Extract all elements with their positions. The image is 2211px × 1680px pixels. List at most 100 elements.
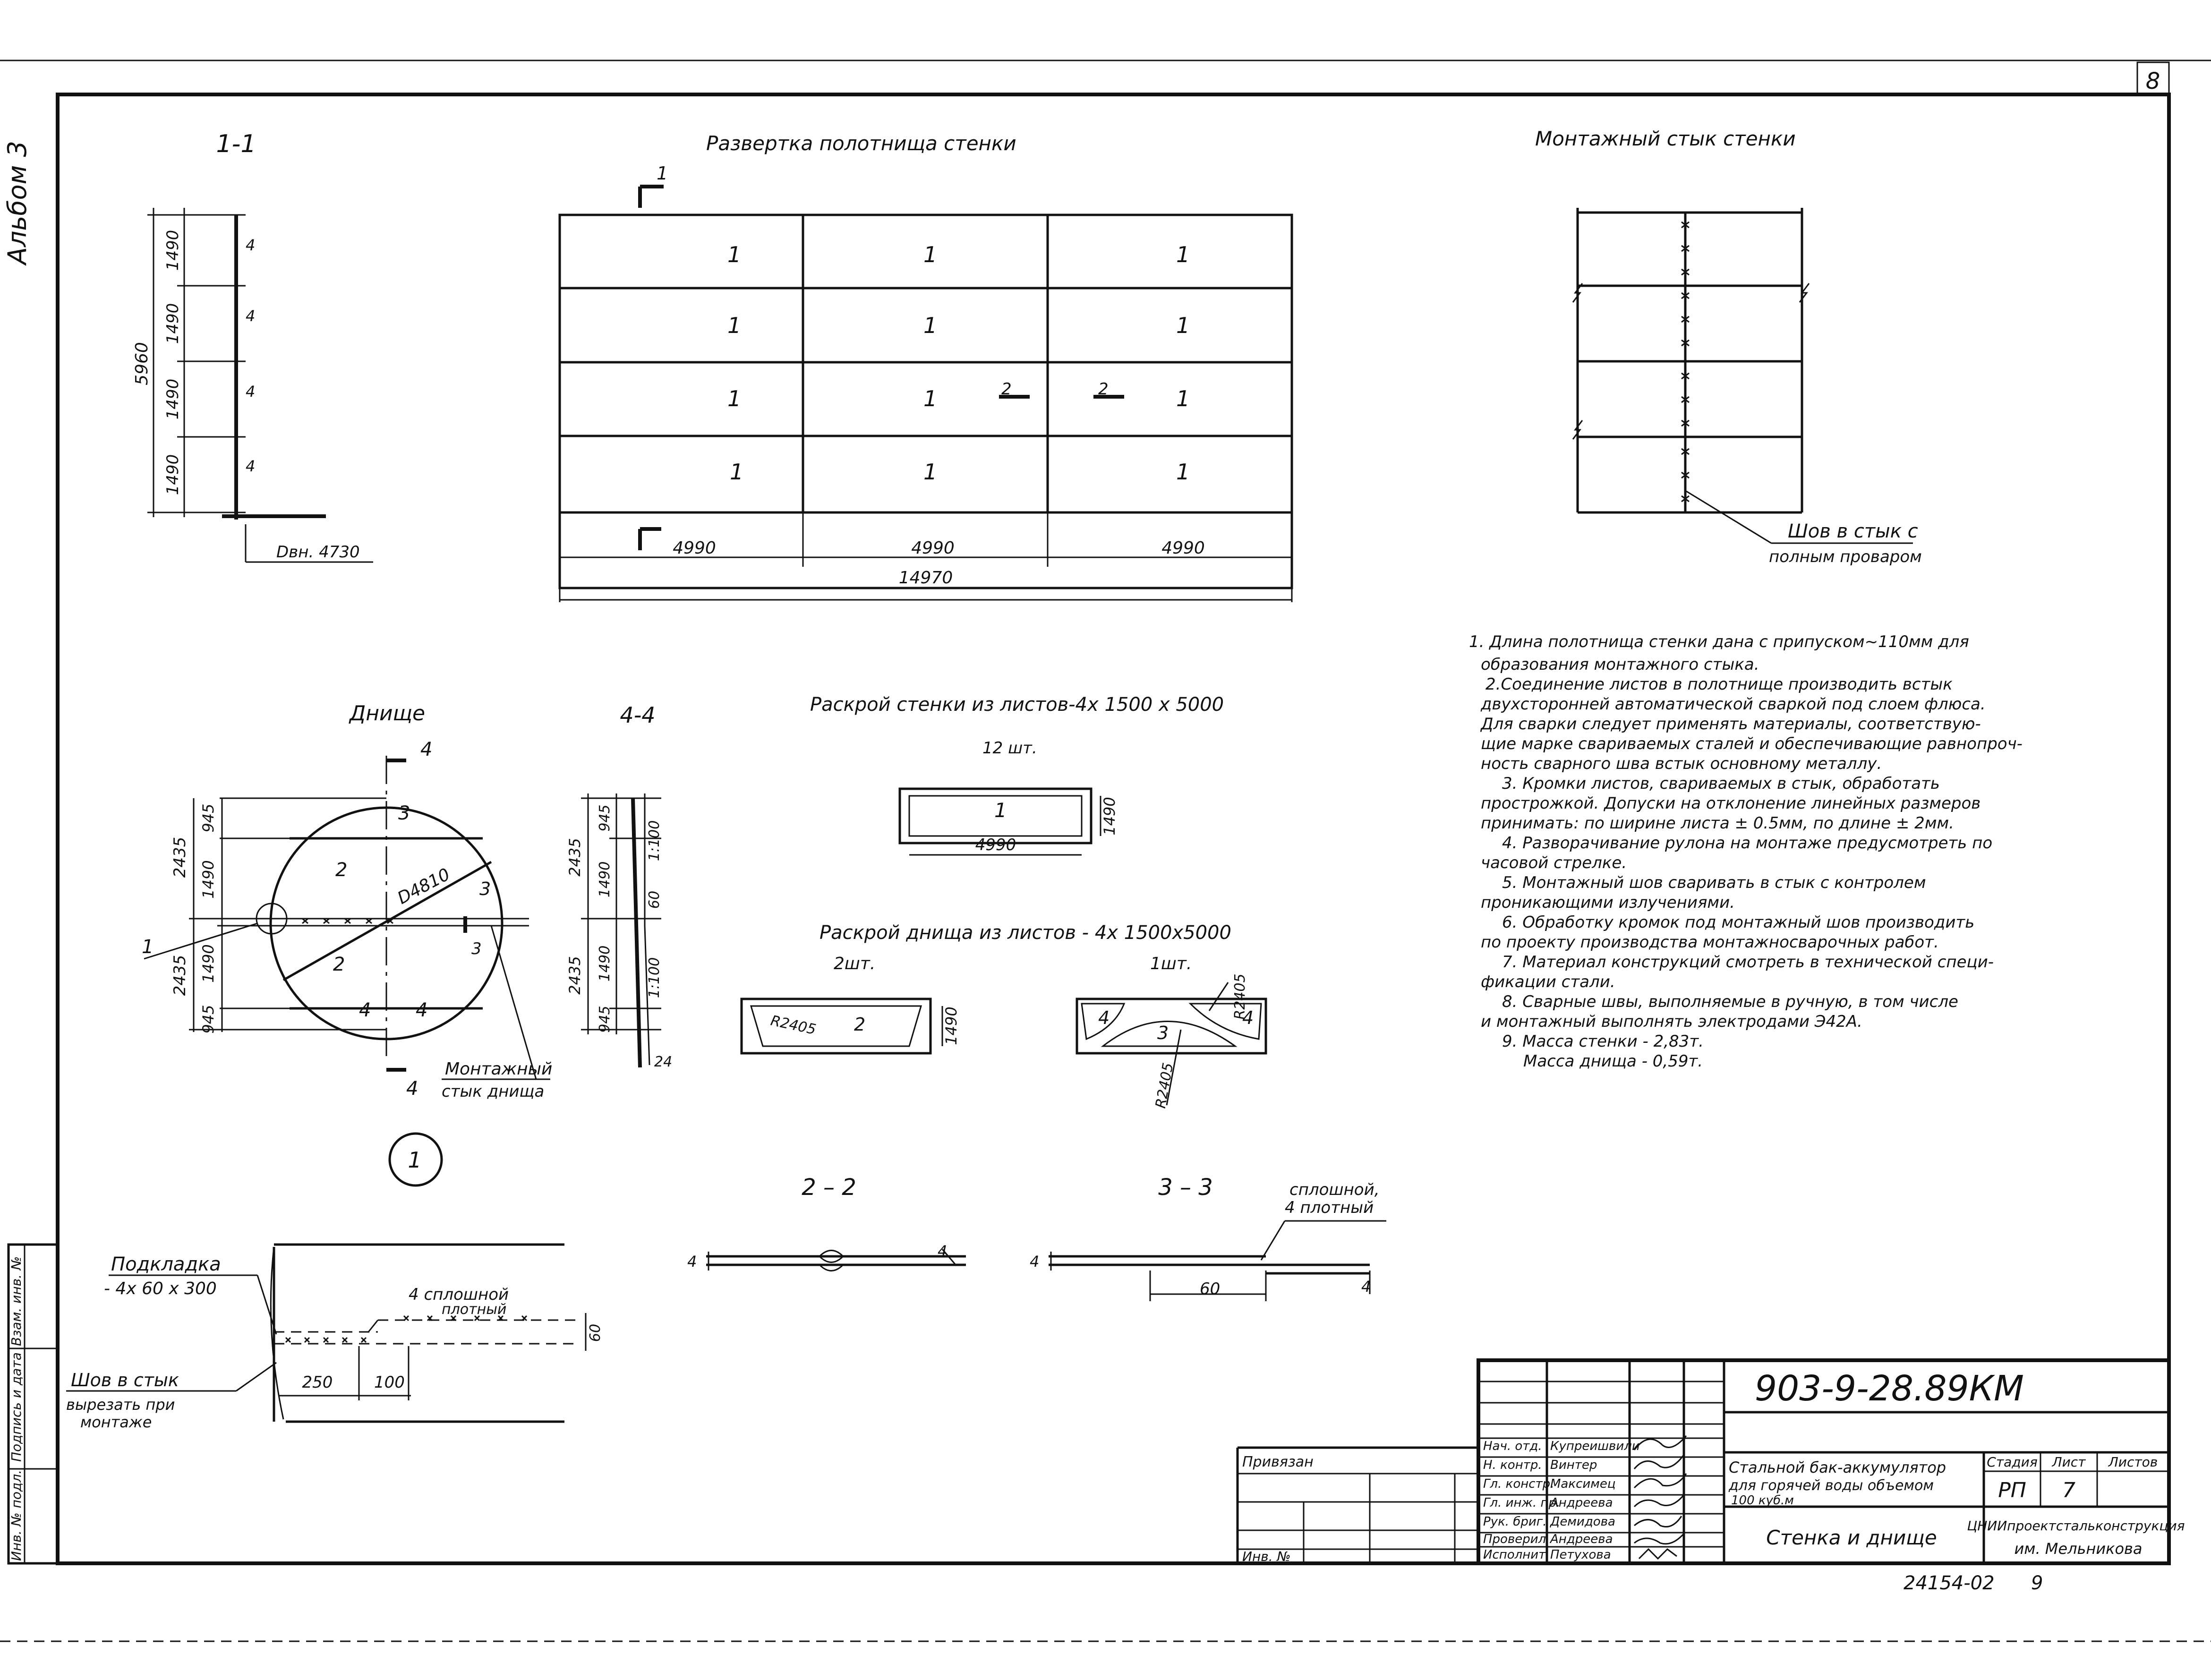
section-1-1-course-2: 1490 (163, 303, 182, 344)
node-1-dim-250: 250 (302, 1373, 333, 1392)
section-4-4-dim-top-945: 945 (597, 804, 613, 831)
svg-text:ность сварного шва встык основ: ность сварного шва встык основному метал… (1481, 754, 1882, 773)
section-2-2-thickness-right: 4 (938, 1242, 947, 1260)
svg-text:1: 1 (1176, 386, 1190, 411)
svg-text:2.Соединение листов в полотнищ: 2.Соединение листов в полотнище производ… (1485, 675, 1953, 694)
svg-text:1: 1 (923, 313, 937, 338)
title-block-roles: Нач. отд. Н. контр. Гл. констр. Гл. инж.… (1483, 1439, 1560, 1562)
section-4-4-dim-top-total: 2435 (566, 838, 584, 876)
svg-text:1: 1 (1176, 242, 1190, 267)
wall-cutting-plate-mark: 1 (994, 799, 1007, 822)
node-1-lining-line2: - 4x 60 x 300 (104, 1279, 217, 1298)
section-1-1-weld-3: 4 (246, 383, 255, 401)
bottom-cutting-count-a: 2шт. (834, 954, 875, 973)
svg-text:1: 1 (923, 386, 937, 411)
svg-text:1: 1 (730, 459, 743, 485)
bottom-joint-line2: стык днища (442, 1082, 544, 1101)
object-line2: для горячей воды объемом (1728, 1477, 1934, 1494)
bottom-part-4-left: 4 (359, 999, 371, 1021)
node-1-seam-line1: Шов в стык (71, 1370, 179, 1390)
bottom-part-4-right: 4 (416, 999, 427, 1021)
bottom-cutting-title: Раскрой днища из листов - 4x 1500x5000 (820, 922, 1231, 944)
archive-sheet: 9 (2031, 1572, 2043, 1594)
svg-text:7. Материал конструкций смотре: 7. Материал конструкций смотреть в техни… (1502, 953, 1994, 972)
svg-text:1: 1 (727, 313, 741, 338)
svg-text:Петухова: Петухова (1550, 1548, 1611, 1562)
section-1-1-title: 1-1 (216, 130, 256, 158)
bottom-cutting-height: 1490 (942, 1006, 960, 1045)
svg-text:Демидова: Демидова (1550, 1515, 1615, 1529)
svg-text:1: 1 (727, 386, 741, 411)
svg-text:4. Разворачивание рулона на мо: 4. Разворачивание рулона на монтаже пред… (1502, 834, 1992, 853)
sheet-title: Стенка и днище (1766, 1526, 1937, 1549)
inv-label: Инв. № (1242, 1549, 1291, 1564)
wall-cutting-count: 12 шт. (982, 739, 1037, 758)
album-label: Альбом 3 (2, 141, 32, 266)
bottom-title: Днище (349, 701, 425, 725)
assembly-joint-weld-line1: Шов в стык с (1788, 520, 1918, 542)
section-1-1 (147, 208, 373, 563)
svg-text:Н. контр.: Н. контр. (1483, 1458, 1542, 1472)
section-4-4-slope-top: 1:100 (646, 820, 663, 861)
bottom-cutting-part-3: 3 (1157, 1023, 1169, 1043)
wall-cutting-height: 1490 (1101, 797, 1118, 835)
object-line1: Стальной бак-аккумулятор (1729, 1458, 1946, 1476)
sheet-frame (0, 60, 2211, 1642)
sheet-header: Лист (2052, 1454, 2086, 1470)
svg-text:1: 1 (1176, 459, 1190, 485)
bottom-cutting-part-4-left: 4 (1098, 1007, 1110, 1028)
svg-text:8. Сварные швы, выполняемые в: 8. Сварные швы, выполняемые в ручную, в … (1502, 992, 1958, 1011)
svg-text:образования монтажного стыка.: образования монтажного стыка. (1481, 655, 1759, 674)
svg-text:Андреева: Андреева (1549, 1532, 1613, 1546)
assembly-joint-title: Монтажный стык стенки (1535, 127, 1796, 150)
title-block-names: Купреишвили Винтер Максимец Андреева Дем… (1549, 1439, 1640, 1562)
section-3-3-dim-60: 60 (1200, 1279, 1220, 1298)
wall-development-grid (558, 185, 1293, 602)
bottom-part-3-mid: 3 (479, 878, 491, 899)
bottom-dim-top-1490: 1490 (199, 860, 217, 898)
svg-text:Максимец: Максимец (1550, 1477, 1616, 1491)
section-1-1-course-1: 1490 (163, 230, 182, 271)
section-3-3-weld-line2: 4 плотный (1285, 1198, 1374, 1217)
bottom-joint-line1: Монтажный (445, 1059, 552, 1079)
section-3-3-thickness-right: 4 (1361, 1278, 1371, 1296)
bottom-dim-bottom-1490: 1490 (199, 944, 217, 982)
wall-section-2-right: 2 (1098, 380, 1109, 399)
svg-text:часовой стрелке.: часовой стрелке. (1481, 853, 1627, 872)
node-1-weld-line1: 4 сплошной (409, 1285, 509, 1304)
section-4-4-dim-bottom-total: 2435 (566, 956, 584, 994)
svg-text:щие марке свариваемых сталей и: щие марке свариваемых сталей и обеспечив… (1481, 734, 2023, 753)
margin-inv-podl: Инв. № подл. (9, 1470, 24, 1561)
node-1-dim-100: 100 (374, 1373, 405, 1392)
node-1-callout: 1 (408, 1147, 421, 1173)
svg-text:1: 1 (923, 242, 937, 267)
bottom-part-3-top: 3 (398, 802, 410, 824)
sheet-value: 7 (2062, 1478, 2075, 1502)
bottom-part-2-bottom: 2 (333, 954, 345, 975)
object-line3: 100 куб.м (1731, 1493, 1794, 1508)
sheet-number: 8 (2146, 68, 2160, 94)
archive-number: 24154-02 (1904, 1572, 1995, 1594)
svg-text:Винтер: Винтер (1550, 1458, 1597, 1472)
svg-text:Гл. констр.: Гл. констр. (1483, 1477, 1554, 1491)
bottom-section-marker-low: 4 (406, 1078, 418, 1100)
bound-label: Привязан (1242, 1454, 1314, 1470)
section-4-4-dim-top-1490: 1490 (597, 861, 613, 897)
section-2-2-title: 2 – 2 (802, 1174, 856, 1201)
svg-text:1. Длина полотнища стенки дана: 1. Длина полотнища стенки дана с припуск… (1469, 632, 1969, 651)
svg-text:1: 1 (727, 242, 741, 267)
title-block-signatures (1633, 1435, 1687, 1560)
wall-development-section-marker: 1 (657, 163, 668, 184)
node-1-dim-60: 60 (587, 1324, 604, 1342)
bottom-cutting-part-4-right: 4 (1242, 1007, 1254, 1028)
wall-width-1: 4990 (673, 538, 716, 558)
svg-text:по проекту производства монтаж: по проекту производства монтажносварочны… (1481, 933, 1939, 952)
doc-code: 903-9-28.89КМ (1755, 1368, 2024, 1409)
stage-value: РП (1998, 1478, 2026, 1502)
section-4-4-dim-60: 60 (646, 891, 663, 909)
bottom-diameter: D4810 (394, 865, 453, 908)
bottom-section-marker: 4 (420, 739, 432, 760)
svg-text:двухсторонней автоматической с: двухсторонней автоматической сваркой под… (1480, 695, 1986, 714)
svg-text:Купреишвили: Купреишвили (1550, 1439, 1640, 1453)
node-1-weld-line2: плотный (442, 1301, 506, 1318)
